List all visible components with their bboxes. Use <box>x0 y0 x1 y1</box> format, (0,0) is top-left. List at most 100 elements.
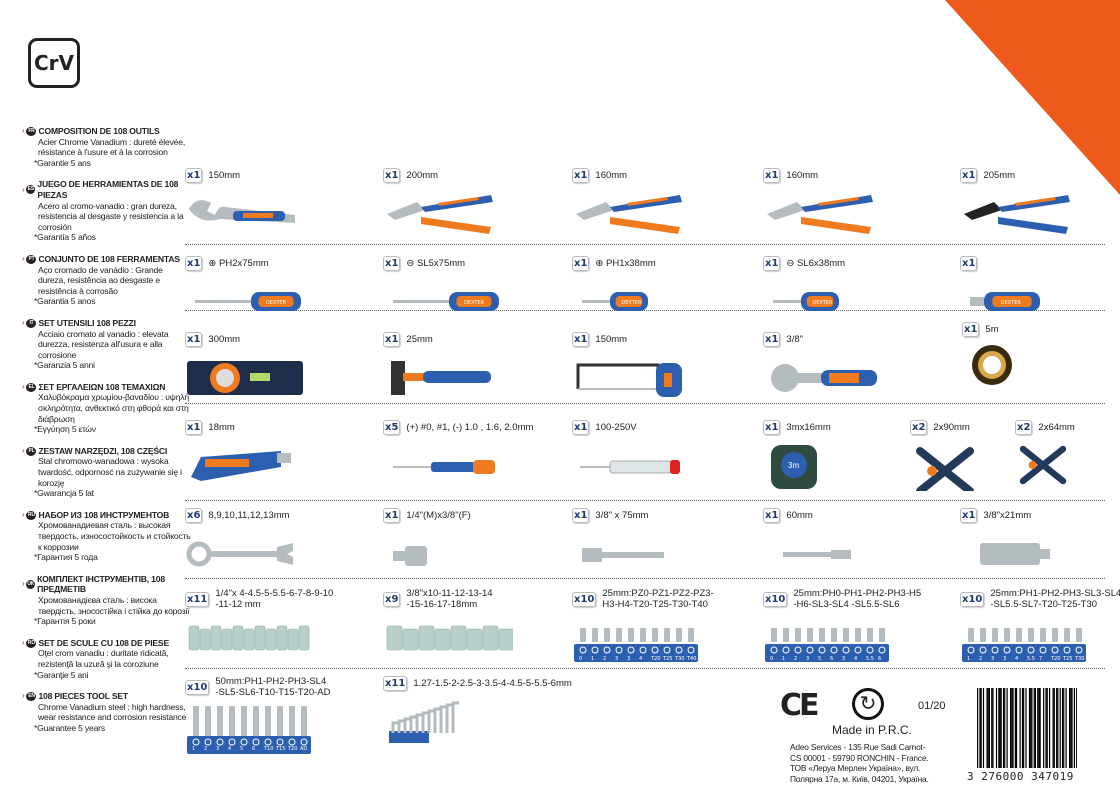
language-block-en: ›EN 108 PIECES TOOL SET Chrome Vanadium … <box>22 691 192 733</box>
quantity-badge: x1 <box>383 256 401 271</box>
tool-spec: 3/8" x 75mm <box>595 510 649 521</box>
tool-item-precision-screwdriver: x5(+) #0, #1, (-) 1.0 , 1.6, 2.0mm <box>383 420 533 491</box>
tool-spec: 1.27-1.5-2-2.5-3-3.5-4-4.5-5-5.5-6mm <box>413 678 572 689</box>
spirit-level-icon <box>187 361 303 395</box>
language-title: ZESTAW NARZĘDZI, 108 CZĘŚCI <box>38 445 168 456</box>
language-description: Oţel crom vanadiu : duritate ridicată, r… <box>38 648 169 669</box>
svg-text:3: 3 <box>627 656 630 662</box>
language-code-badge: UK <box>26 579 36 589</box>
language-guarantee: *Гарантия 5 года <box>34 552 98 563</box>
water-pump-pliers-icon <box>387 195 493 234</box>
language-code-badge: PT <box>26 254 37 264</box>
language-code-badge: FR <box>26 126 37 136</box>
language-title: SET UTENSILI 108 PEZZI <box>38 317 136 328</box>
svg-text:5.5: 5.5 <box>866 656 874 662</box>
quantity-badge: x1 <box>960 256 978 271</box>
quantity-badge: x1 <box>962 322 980 337</box>
hammer-icon <box>391 361 491 395</box>
quantity-badge: x1 <box>960 508 978 523</box>
tool-spec: 3/8"x21mm <box>983 510 1032 521</box>
svg-text:DEXTER: DEXTER <box>266 300 287 306</box>
adjustable-wrench-icon <box>189 200 295 223</box>
socket-set-large-icon <box>386 625 513 651</box>
language-guarantee: *Εγγύηση 5 ετών <box>34 424 96 435</box>
language-guarantee: *Gwarancja 5 lat <box>34 488 94 499</box>
svg-text:DEXTER: DEXTER <box>812 300 833 306</box>
svg-text:T40: T40 <box>686 656 696 662</box>
dotted-divider <box>185 244 1105 245</box>
crv-logo: CrV <box>28 38 80 88</box>
green-dot-recycle-icon: ↻ <box>852 688 884 720</box>
svg-text:7: 7 <box>1039 656 1042 662</box>
bit-holder-icon <box>783 550 851 559</box>
quantity-badge: x1 <box>383 332 401 347</box>
quantity-badge: x1 <box>185 332 203 347</box>
tool-spec: 18mm <box>208 422 235 433</box>
ratchet-icon <box>771 364 877 392</box>
ce-mark-icon: CE <box>780 688 819 723</box>
svg-text:0: 0 <box>579 656 582 662</box>
language-title: JUEGO DE HERRAMIENTAS DE 108 PIEZAS <box>37 179 179 200</box>
svg-text:4: 4 <box>1015 656 1018 662</box>
language-title: ΣΕΤ ΕΡΓΑΛΕΙΩΝ 108 ΤΕΜΑΧΙΩΝ <box>38 381 166 392</box>
language-title: COMPOSITION DE 108 OUTILS <box>38 126 160 136</box>
tool-spec: 8,9,10,11,12,13mm <box>208 510 290 521</box>
svg-text:T20: T20 <box>650 656 660 662</box>
svg-text:3: 3 <box>842 656 845 662</box>
quantity-badge: x1 <box>763 420 781 435</box>
bit-screwdriver-icon: DEXTER <box>970 292 1040 311</box>
tool-item-water-pump-pliers: x1 200mm <box>383 168 513 239</box>
address-line: Полярна 17а, м. Київ, 04201, Україна. <box>790 773 929 784</box>
tool-spec: (+) #0, #1, (-) 1.0 , 1.6, 2.0mm <box>406 422 534 433</box>
svg-text:T25: T25 <box>1062 656 1072 662</box>
svg-text:2: 2 <box>979 656 982 662</box>
svg-text:2: 2 <box>794 656 797 662</box>
combination-pliers-icon <box>576 195 682 234</box>
tool-spec: 2x64mm <box>1038 422 1075 433</box>
language-description: Acier Chrome Vanadium : dureté élevée, r… <box>38 136 186 158</box>
svg-text:DEXTER: DEXTER <box>1001 300 1022 306</box>
dotted-divider <box>185 668 1105 669</box>
quantity-badge: x1 <box>383 508 401 523</box>
svg-text:T30: T30 <box>674 656 684 662</box>
language-title: КОМПЛЕКТ ІНСТРУМЕНТІВ, 108 ПРЕДМЕТІВ <box>37 573 165 595</box>
spark-plug-socket-icon <box>980 543 1050 565</box>
language-descriptions: › FR COMPOSITION DE 108 OUTILS Acier Chro… <box>22 126 192 745</box>
tape-measure-icon: 3m <box>771 445 817 489</box>
language-guarantee: *Гарантія 5 роки <box>34 616 96 627</box>
svg-text:3: 3 <box>615 656 618 662</box>
tool-spec: 200mm <box>406 170 439 181</box>
quantity-badge: x9 <box>383 591 401 607</box>
quantity-badge: x1 <box>572 420 590 435</box>
quantity-badge: x1 <box>763 508 781 523</box>
combination-wrench-icon <box>186 541 293 567</box>
orange-corner-decoration <box>945 0 1120 195</box>
svg-text:1: 1 <box>192 746 195 752</box>
quantity-badge: x1 <box>383 168 401 183</box>
language-description: Chrome Vanadium steel : high hardness, w… <box>38 701 187 723</box>
barcode-icon <box>977 688 1077 768</box>
quantity-badge: x1 <box>960 168 978 183</box>
chevron-icon: › <box>22 253 25 263</box>
svg-text:1: 1 <box>967 656 970 662</box>
language-code-badge: EL <box>26 382 37 392</box>
tool-spec: 160mm <box>595 170 628 181</box>
quantity-badge: x11 <box>383 676 408 691</box>
language-block-el: ›EL ΣΕΤ ΕΡΓΑΛΕΙΩΝ 108 ΤΕΜΑΧΙΩΝ Χαλυβόκρα… <box>22 382 192 435</box>
tool-spec: 205mm <box>983 170 1016 181</box>
tool-spec: ⊕ PH2x75mm <box>208 258 269 269</box>
svg-text:6: 6 <box>252 746 255 752</box>
